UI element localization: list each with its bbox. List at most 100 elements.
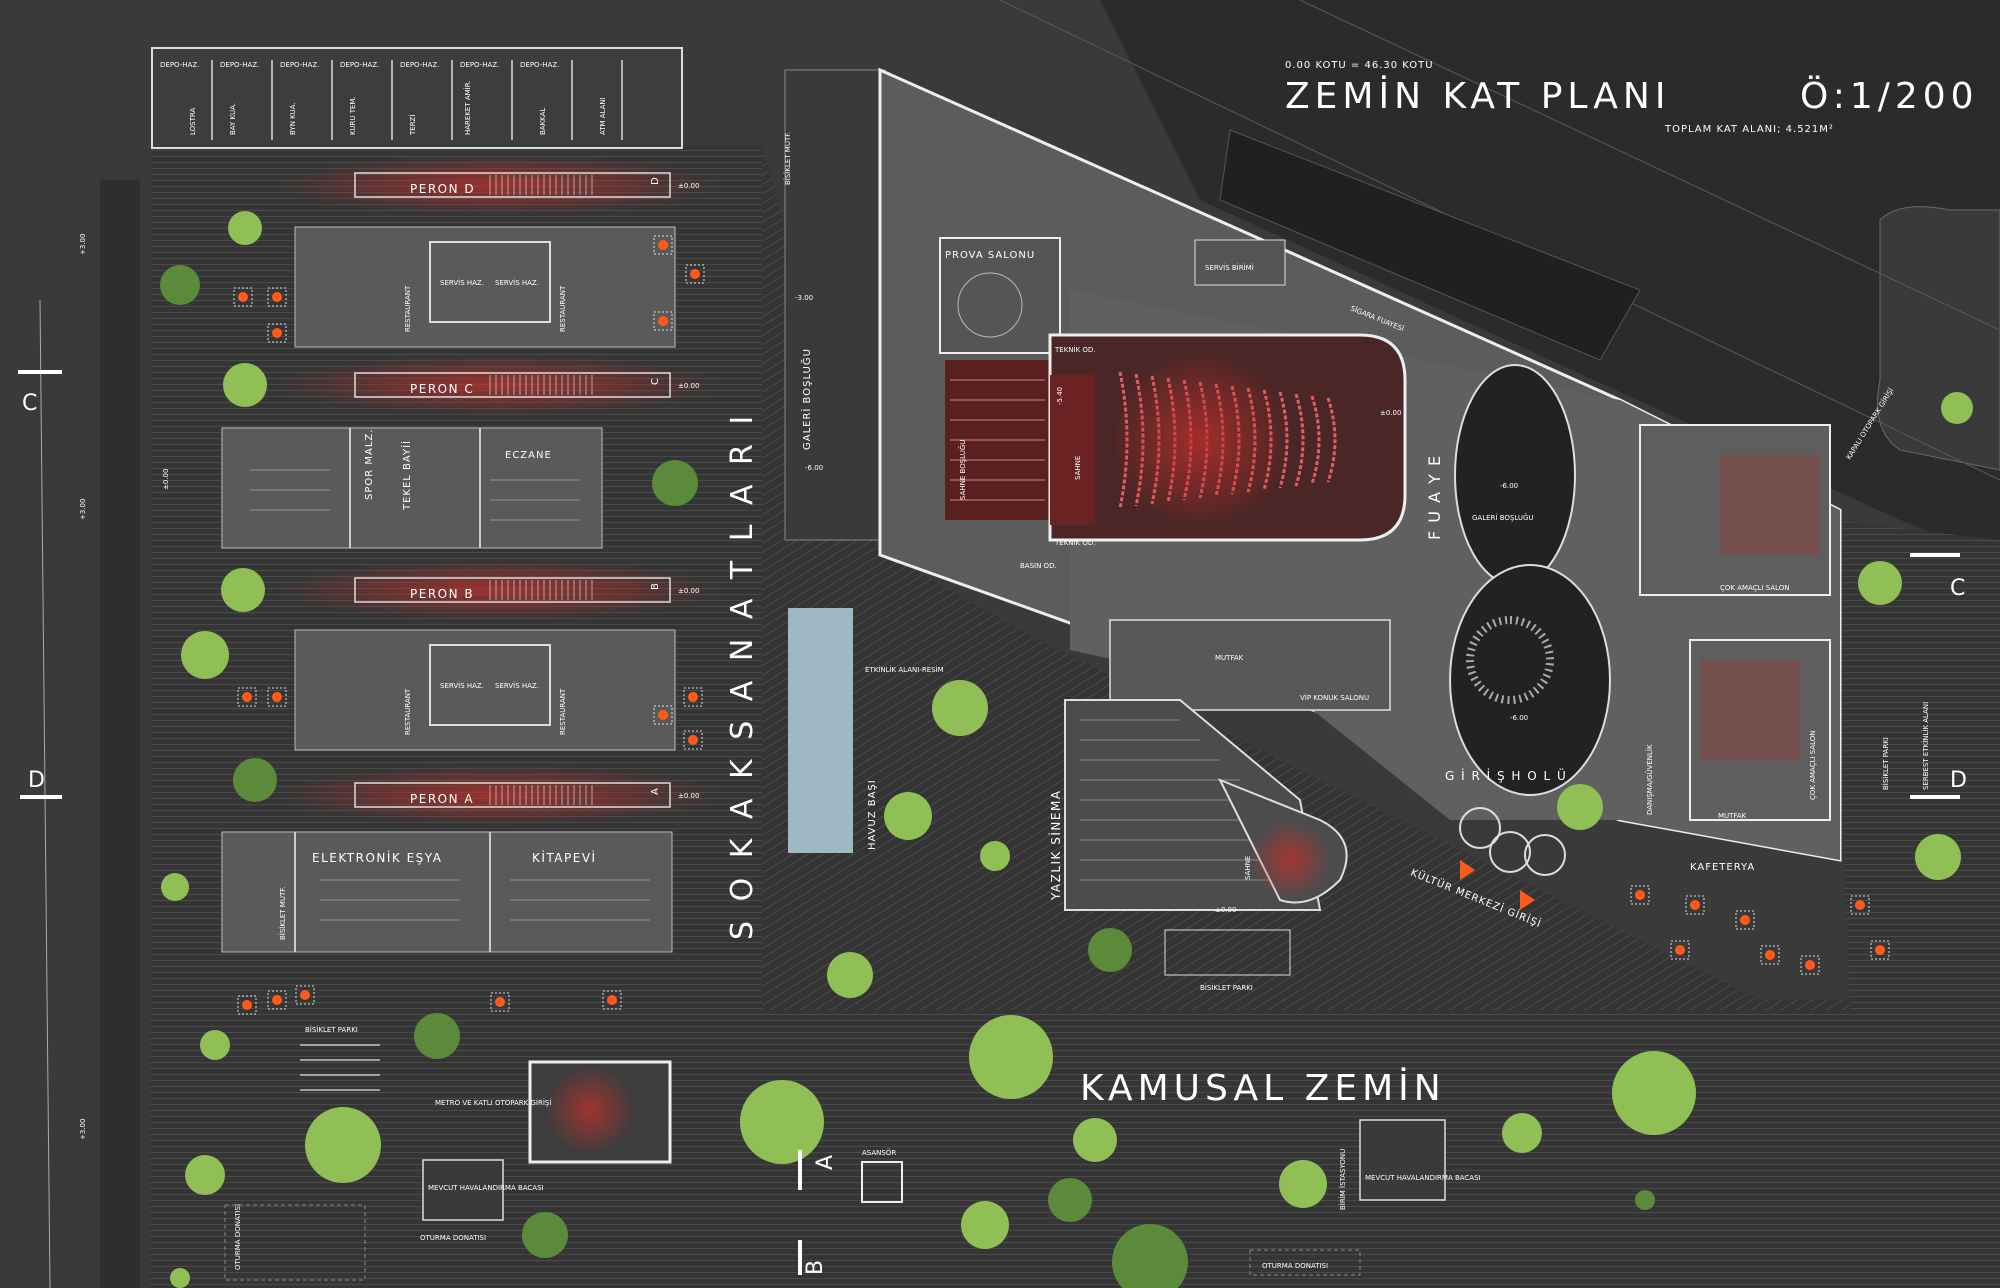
seating-1-label: OTURMA DONATISI bbox=[234, 1204, 242, 1270]
section-mark-a: A bbox=[813, 1155, 838, 1170]
platform-level: ±0.00 bbox=[678, 587, 699, 595]
tree bbox=[233, 758, 277, 802]
entrance-arrow-icon-2 bbox=[1520, 890, 1535, 910]
tree bbox=[932, 680, 988, 736]
gallery-void-upper bbox=[1454, 364, 1576, 586]
service-label: SERVİS HAZ. bbox=[440, 278, 484, 287]
tree bbox=[181, 631, 229, 679]
tree bbox=[1088, 928, 1132, 972]
shop-elektronik: ELEKTRONİK EŞYA bbox=[312, 850, 442, 865]
halls-kitchen-label: MUTFAK bbox=[1718, 812, 1747, 820]
section-mark-d-right: D bbox=[1950, 768, 1967, 793]
tree bbox=[522, 1212, 568, 1258]
table-icon bbox=[658, 240, 668, 250]
shop-label: HAREKET AMİR. bbox=[463, 80, 472, 135]
table-icon bbox=[300, 990, 310, 1000]
tree bbox=[1502, 1113, 1542, 1153]
tree bbox=[223, 363, 267, 407]
trees bbox=[160, 211, 1973, 1288]
tree bbox=[200, 1030, 230, 1060]
bicycle-kitchen-low: BİSİKLET MUTF. bbox=[278, 887, 287, 940]
tech-room-1: TEKNİK OD. bbox=[1054, 345, 1096, 354]
table-icon bbox=[272, 328, 282, 338]
ventilation-1 bbox=[422, 1159, 504, 1221]
table-icon bbox=[1855, 900, 1865, 910]
section-mark-c-left: C bbox=[22, 391, 37, 416]
platform bbox=[354, 577, 671, 603]
tree bbox=[1858, 561, 1902, 605]
table-icon bbox=[242, 1000, 252, 1010]
table-icon bbox=[658, 710, 668, 720]
event-area-label: ETKİNLİK ALANI-RESİM bbox=[865, 665, 944, 674]
shop-label: BAY KUA. bbox=[229, 103, 237, 135]
table-icon bbox=[272, 692, 282, 702]
level-lower-ellipse: -6.00 bbox=[1510, 714, 1528, 722]
tree bbox=[969, 1015, 1053, 1099]
tree bbox=[1279, 1160, 1327, 1208]
tree bbox=[1612, 1051, 1696, 1135]
tree bbox=[305, 1107, 381, 1183]
tree bbox=[1073, 1118, 1117, 1162]
rehearsal-label: PROVA SALONU bbox=[945, 250, 1035, 261]
service-label: SERVİS HAZ. bbox=[495, 278, 539, 287]
service-unit-label: SERVİS BİRİMİ bbox=[1205, 263, 1254, 272]
level-upper-ellipse: -6.00 bbox=[1500, 482, 1518, 490]
stage-void-label: SAHNE BOŞLUĞU bbox=[958, 440, 967, 500]
tree bbox=[1915, 834, 1961, 880]
gallery-void-lower bbox=[1449, 564, 1611, 796]
free-event-label: SERBEST ETKİNLİK ALANI bbox=[1921, 702, 1930, 790]
table-icon bbox=[272, 292, 282, 302]
depo-label: DEPO-HAZ. bbox=[160, 61, 199, 69]
restaurant-label: RESTAURANT bbox=[404, 285, 412, 332]
ventilation-2-label: MEVCUT HAVALANDIRMA BACASI bbox=[1365, 1174, 1481, 1182]
theater-kitchen-label: MUTFAK bbox=[1215, 654, 1244, 662]
platform-level: ±0.00 bbox=[678, 182, 699, 190]
tree bbox=[884, 792, 932, 840]
tree bbox=[961, 1201, 1009, 1249]
platform-letter: A bbox=[650, 787, 661, 795]
seating-2-label: OTURMA DONATISI bbox=[420, 1234, 486, 1242]
page-title: ZEMİN KAT PLANI bbox=[1285, 75, 1670, 117]
shop-spor: SPOR MALZ. bbox=[364, 429, 375, 500]
platform-label: PERON D bbox=[410, 182, 475, 196]
metro-entrance-label: METRO VE KATLI OTOPARK GİRİŞİ bbox=[435, 1098, 551, 1107]
cafe-tables bbox=[233, 235, 1890, 1015]
tree bbox=[980, 841, 1010, 871]
bike-park-3-label: BİSİKLET PARKI bbox=[1881, 737, 1890, 790]
bike-park-1-label: BİSİKLET PARKI bbox=[305, 1025, 358, 1034]
shop-kitapevi: KİTAPEVİ bbox=[532, 850, 597, 865]
tree bbox=[1557, 784, 1603, 830]
platform-letter: C bbox=[650, 377, 661, 385]
elevator bbox=[861, 1161, 903, 1203]
elevation-note: 0.00 KOTU = 46.30 KOTU bbox=[1285, 60, 1434, 71]
shop-label: KURU TEM. bbox=[349, 96, 357, 135]
section-markers bbox=[18, 370, 1960, 1275]
tunnel bbox=[1219, 129, 1641, 361]
platform-level: ±0.00 bbox=[678, 382, 699, 390]
stage-label: SAHNE bbox=[1074, 456, 1082, 480]
shop-eczane: ECZANE bbox=[505, 450, 552, 461]
shops-block bbox=[151, 47, 683, 149]
street-arts-label: S O K A K S A N A T L A R I bbox=[725, 411, 760, 940]
foyer-label: F U A Y E bbox=[1425, 454, 1444, 540]
platform-level: ±0.00 bbox=[678, 792, 699, 800]
platform-label: PERON A bbox=[410, 792, 474, 806]
entrance-hall-label: G İ R İ Ş H O L Ü bbox=[1445, 767, 1567, 783]
tree bbox=[1941, 392, 1973, 424]
bike-park-left bbox=[300, 1044, 380, 1091]
lower-shops-block bbox=[221, 831, 673, 953]
mid-shops-block bbox=[221, 427, 603, 549]
restaurant-label: RESTAURANT bbox=[404, 688, 412, 735]
table-icon bbox=[1875, 945, 1885, 955]
table-icon bbox=[272, 995, 282, 1005]
shop-label: ATM ALANI bbox=[599, 97, 607, 135]
tech-room-2: TEKNİK OD. bbox=[1054, 538, 1096, 547]
multipurpose-1-label: ÇOK AMAÇLI SALON bbox=[1720, 584, 1790, 592]
section-mark-d-left: D bbox=[28, 768, 45, 793]
shop-label: BYN KUA. bbox=[289, 102, 297, 135]
tree bbox=[221, 568, 265, 612]
table-icon bbox=[1675, 945, 1685, 955]
table-icon bbox=[242, 692, 252, 702]
